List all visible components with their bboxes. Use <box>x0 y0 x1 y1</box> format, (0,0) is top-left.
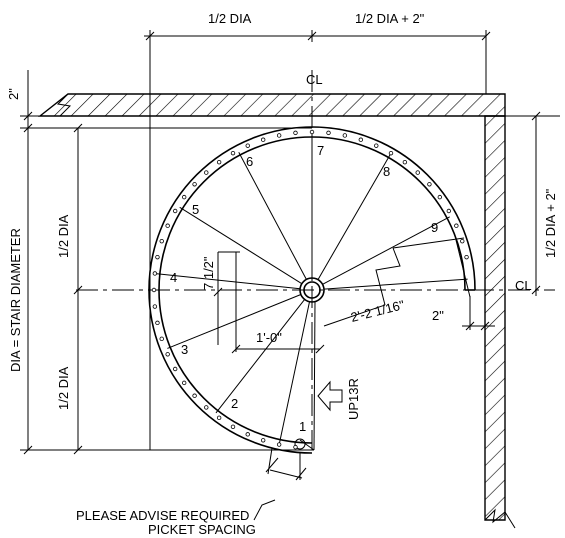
baluster-dot <box>159 238 164 244</box>
direction-label: UP13R <box>346 378 361 420</box>
baluster-dot <box>415 170 420 175</box>
baluster-dot <box>172 208 178 214</box>
step-number-3: 3 <box>181 342 188 357</box>
baluster-dot <box>165 223 170 228</box>
baluster-dot <box>437 194 443 200</box>
baluster-dot <box>216 159 222 165</box>
dim-left-full: DIA = STAIR DIAMETER <box>8 228 23 372</box>
bottom-wall-break <box>484 508 516 529</box>
step-number-6: 6 <box>246 154 253 169</box>
baluster-dot <box>192 182 197 187</box>
baluster-dot <box>293 130 298 136</box>
baluster-dot <box>181 194 187 200</box>
dim-top-right: 1/2 DIA + 2" <box>355 11 425 26</box>
balusters <box>151 129 469 450</box>
baluster-dot <box>388 150 394 156</box>
tread-line <box>323 278 468 290</box>
note-line-1: PLEASE ADVISE REQUIRED <box>76 508 249 523</box>
tread-line <box>238 152 307 280</box>
baluster-dot <box>460 238 465 244</box>
baluster-dot <box>427 182 432 187</box>
step-number-9: 9 <box>431 220 438 235</box>
horizontal-cl-label: CL <box>515 278 532 293</box>
left-dimensions: 2" DIA = STAIR DIAMETER 1/2 DIA 1/2 DIA <box>6 70 150 455</box>
baluster-dot <box>260 438 266 443</box>
baluster-dot <box>204 170 209 175</box>
baluster-dot <box>374 143 379 148</box>
tread-line <box>322 216 450 285</box>
step-number-2: 2 <box>231 396 238 411</box>
step-number-4: 4 <box>170 270 177 285</box>
step-numbers: 1 2 3 4 5 6 7 8 9 <box>170 143 438 434</box>
baluster-dot <box>446 208 452 214</box>
walls <box>37 93 516 529</box>
dim-top-left: 1/2 DIA <box>208 11 252 26</box>
tread-line <box>167 294 302 349</box>
baluster-dot <box>165 352 170 357</box>
baluster-dot <box>230 424 236 430</box>
dim-riser: 7 1/2" <box>201 256 216 290</box>
center-column-inner <box>303 281 321 299</box>
baluster-dot <box>155 320 160 326</box>
note-line-2: PICKET SPACING <box>148 522 256 537</box>
dim-left-lower: 1/2 DIA <box>56 366 71 410</box>
baluster-dot <box>245 432 250 437</box>
baluster-dot <box>309 129 315 135</box>
right-wall <box>484 115 506 521</box>
baluster-dot <box>192 393 197 398</box>
dim-right-upper: 1/2 DIA + 2" <box>543 188 558 258</box>
dim-radius: 2'-2 1/16" <box>349 297 406 325</box>
baluster-dot <box>276 133 282 138</box>
outer-handrail-outer <box>148 126 476 454</box>
step-number-8: 8 <box>383 164 390 179</box>
top-wall <box>37 93 506 117</box>
vertical-cl-label: CL <box>306 72 323 87</box>
stair-box <box>78 30 314 451</box>
dim-left-gap: 2" <box>6 88 21 100</box>
baluster-dot <box>358 137 364 142</box>
right-dimensions: 1/2 DIA + 2" <box>505 111 560 296</box>
baluster-dot <box>172 366 178 372</box>
dim-wall-gap: 2" <box>432 308 444 323</box>
baluster-dot <box>454 223 459 228</box>
baluster-dot <box>155 254 160 260</box>
tread-lines <box>156 134 468 443</box>
baluster-dot <box>204 405 209 410</box>
top-wall-break <box>56 93 72 117</box>
baluster-dot <box>342 133 348 138</box>
baluster-dot <box>216 415 222 421</box>
tread-line <box>179 206 303 285</box>
tread-line <box>215 299 306 414</box>
baluster-dot <box>276 442 282 447</box>
radius-dimension: 2'-2 1/16" 2" <box>323 237 495 331</box>
picket-note: PLEASE ADVISE REQUIRED PICKET SPACING <box>76 447 307 537</box>
tread-line <box>317 154 391 280</box>
up-direction-arrow: UP13R <box>317 378 361 420</box>
step-number-1: 1 <box>299 419 306 434</box>
newel-post <box>294 438 306 450</box>
baluster-dot <box>293 444 298 450</box>
baluster-dot <box>181 380 187 386</box>
top-dimensions: 1/2 DIA 1/2 DIA + 2" <box>144 11 491 94</box>
outer-handrail-inner <box>158 136 466 444</box>
baluster-dot <box>464 254 469 260</box>
baluster-dot <box>152 271 158 276</box>
tread-line <box>279 301 310 443</box>
baluster-dot <box>326 130 331 136</box>
tread-line <box>156 273 301 290</box>
baluster-dot <box>402 159 408 165</box>
step-dimensions: 7 1/2" 1'-0" <box>201 251 325 354</box>
baluster-dot <box>151 287 157 293</box>
baluster-dot <box>230 150 236 156</box>
step-number-7: 7 <box>317 143 324 158</box>
baluster-dot <box>260 137 266 142</box>
baluster-dot <box>152 304 158 309</box>
dim-left-upper: 1/2 DIA <box>56 214 71 258</box>
step-number-5: 5 <box>192 202 199 217</box>
baluster-dot <box>159 336 164 342</box>
baluster-dot <box>245 143 250 148</box>
dim-tread: 1'-0" <box>256 330 282 345</box>
